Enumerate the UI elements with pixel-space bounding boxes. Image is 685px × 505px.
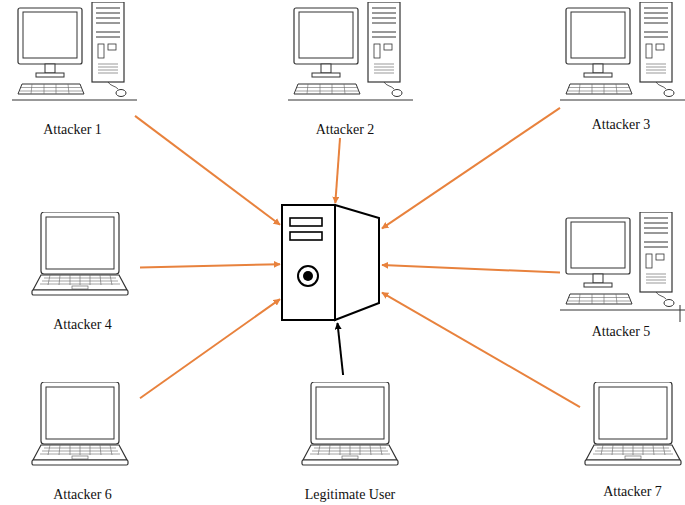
- desktop-icon: [288, 2, 413, 100]
- server-bay: [290, 232, 322, 240]
- user-computer: Legitimate User: [295, 375, 405, 503]
- attacker-computer: Attacker 2: [285, 0, 405, 138]
- attack-arrow: [135, 116, 280, 225]
- attack-arrow: [382, 293, 580, 408]
- node-label: Attacker 6: [53, 487, 112, 503]
- edge-tick: [680, 305, 681, 322]
- node-label: Attacker 3: [592, 117, 651, 133]
- node-label: Attacker 7: [603, 484, 662, 500]
- attacker-computer: Attacker 3: [560, 0, 682, 133]
- laptop-icon: [32, 212, 128, 295]
- attacker-computer: Attacker 6: [25, 375, 140, 503]
- legitimate-request-arrow: [337, 323, 343, 375]
- server-front: [282, 205, 335, 320]
- node-label: Legitimate User: [305, 487, 396, 503]
- attack-arrow: [335, 138, 340, 203]
- server-node: [280, 203, 382, 323]
- laptop-icon: [302, 382, 398, 465]
- node-label: Attacker 2: [316, 122, 375, 138]
- attack-arrow: [382, 108, 560, 229]
- server-tower: [282, 205, 379, 320]
- desktop-icon: [560, 212, 685, 310]
- node-label: Attacker 4: [53, 317, 112, 333]
- attacker-computer: Attacker 5: [560, 210, 682, 340]
- attack-arrow: [382, 265, 560, 272]
- server-side: [335, 205, 379, 320]
- laptop-icon: [585, 382, 681, 465]
- node-label: Attacker 5: [592, 324, 651, 340]
- laptop-icon: [32, 382, 128, 465]
- desktop-icon: [560, 2, 685, 100]
- desktop-icon: [12, 2, 137, 100]
- server-button-core: [303, 271, 313, 281]
- node-label: Attacker 1: [43, 122, 102, 138]
- attacker-computer: Attacker 7: [580, 375, 685, 500]
- server-bay: [290, 218, 322, 226]
- attack-arrow: [140, 264, 280, 267]
- attack-arrow: [140, 299, 280, 398]
- attacker-computer: Attacker 4: [25, 205, 140, 333]
- attacker-computer: Attacker 1: [10, 0, 135, 138]
- server-button: [298, 266, 318, 286]
